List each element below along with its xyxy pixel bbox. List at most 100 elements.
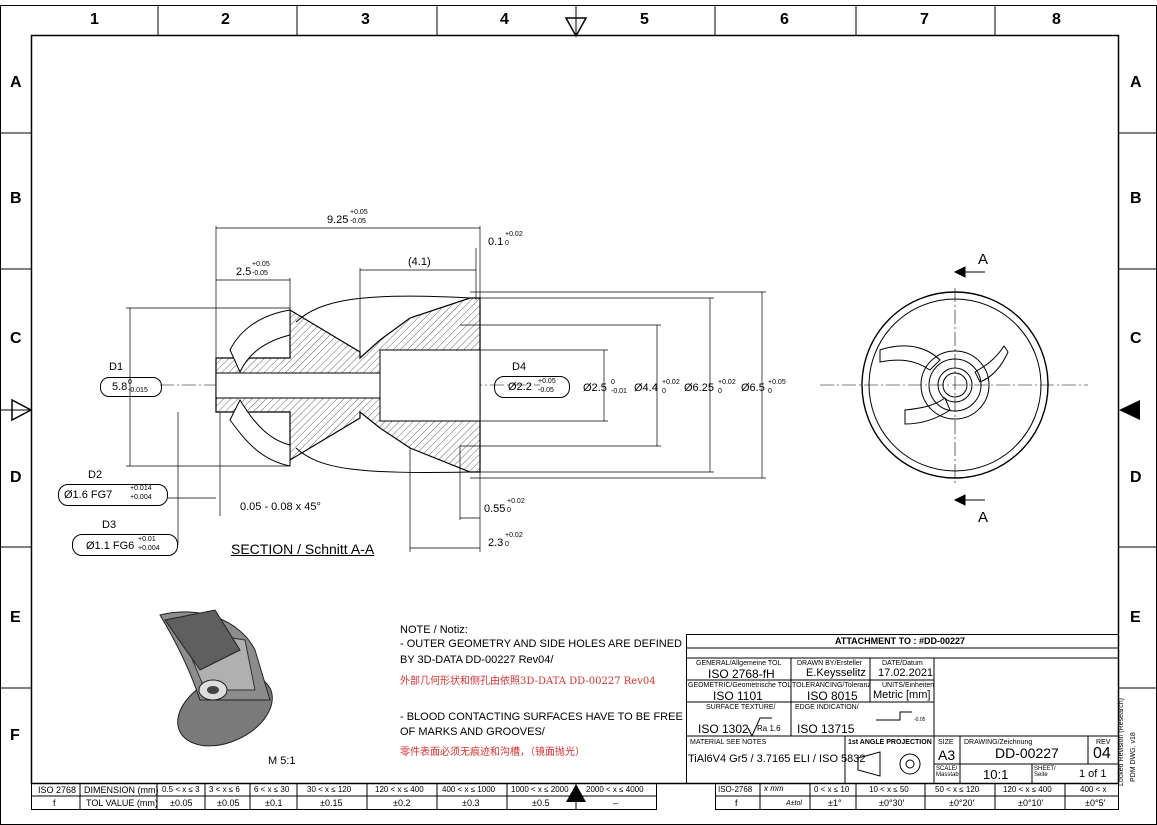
dim-d4-tol-lo: -0.05 [538,387,554,394]
row-label-c-right: C [1130,330,1142,347]
col-label-7: 7 [920,11,929,28]
dim-d2-value: Ø1.6 FG7 [64,489,113,501]
dim-d3-value: Ø1.1 FG6 [86,540,135,552]
zone-dividers [0,5,1157,689]
units-value: Metric [mm] [873,689,931,701]
rev-label: REV [1096,739,1111,746]
row-label-b-right: B [1130,190,1142,207]
dim-9-25-lo: -0.05 [350,218,366,225]
dim-d1-frame [100,377,162,397]
dim-dia-6-5-lo: 0 [768,388,772,395]
geometric-value: ISO 1101 [713,689,763,703]
date-value: 17.02.2021 [878,667,934,679]
dim-d3-tol-up: +0.01 [138,536,156,543]
dim-dia-4-4-up: +0.02 [662,379,680,386]
row-label-a-left: A [10,74,22,91]
dim-d4-frame [494,376,570,398]
material-value: TiAl6V4 Gr5 / 3.7165 ELI / ISO 5832 [688,753,866,765]
dim-dia-2-5-lo: -0.01 [611,388,627,395]
tol-left-val-4: ±0.15 [320,798,343,808]
tolerancing-value: ISO 8015 [807,689,858,703]
dim-d4-tol-up: +0.05 [538,378,556,385]
general-tol-value: ISO 2768-fH [708,667,775,681]
dim-0-55-lo: 0 [507,507,511,514]
drawing-label: DRAWING/Zeichnung [964,739,1033,746]
dim-dia-6-25: Ø6.25 [684,382,714,394]
drawing-number: DD-00227 [995,745,1059,761]
notes-heading: NOTE / Notiz: [400,624,468,636]
sheet-border [0,5,1157,825]
attachment-label: ATTACHMENT TO : #DD-00227 [835,636,966,646]
tol-left-range-8: 2000 < x ≤ 4000 [586,785,644,794]
note1-line1: - OUTER GEOMETRY AND SIDE HOLES ARE DEFI… [400,638,682,650]
edge-symbol-value: -0.05 [914,717,926,723]
tol-left-val-5: ±0.2 [393,798,411,808]
dim-dia-2-5-up: 0 [611,379,615,386]
geometric-label: GEOMETRIC/Geometrische TOL [688,682,792,689]
dim-0-1: 0.1 [488,236,504,248]
tol-left-val-8: – [613,798,619,808]
side-text-pdm: PDM DWG. v18 [1130,732,1137,782]
tol-right-val-4: ±0°10' [1018,798,1044,808]
tol-left-range-1: 0.5 < x ≤ 3 [162,785,200,794]
dim-0-1-up: +0.02 [505,231,523,238]
side-text-locked: Locked Revision (Research) [1118,698,1125,786]
edge-value: ISO 13715 [797,722,855,736]
section-title: SECTION / Schnitt A-A [231,541,375,557]
dim-dia-4-4: Ø4.4 [634,382,658,394]
drawn-by-value: E.Keysselitz [806,667,866,679]
dim-d4-label: D4 [512,361,527,373]
end-view [820,288,1088,484]
tol-left-range-5: 120 < x ≤ 400 [375,785,424,794]
tol-right-range-5: 400 < x [1080,785,1107,794]
tol-right-val-1: ±1° [828,798,842,808]
tol-right-atol: A±tol [786,800,802,807]
tol-right-iso: ISO-2768 [718,785,753,794]
note2-line2: OF MARKS AND GROOVES/ [400,726,545,738]
col-label-8: 8 [1052,11,1061,28]
note1-cn: 外部几何形状和侧孔由依照3D-DATA DD-00227 Rev04 [400,676,656,687]
dim-dia-6-5-up: +0.05 [768,379,786,386]
dim-dia-6-25-up: +0.02 [718,379,736,386]
size-value: A3 [938,747,956,763]
tol-left-val-3: ±0.1 [265,798,283,808]
iso-scale-label: M 5:1 [268,755,296,767]
col-label-1: 1 [90,11,99,28]
dim-2-5-up: +0.05 [252,261,270,268]
tol-right-range-3: 50 < x ≤ 120 [935,785,980,794]
tol-right-val-5: ±0°5' [1085,798,1106,808]
surface-value: ISO 1302 [698,722,749,736]
dim-dia-2-5: Ø2.5 [583,382,607,394]
dim-9-25-up: +0.05 [350,209,368,216]
general-tol-label: GENERAL/Allgemeine TOL [696,660,782,667]
tol-right-xmm: x mm [764,784,784,793]
col-label-4: 4 [500,11,509,28]
dim-2-3-lo: 0 [505,541,509,548]
dim-dia-6-25-lo: 0 [718,388,722,395]
tolerancing-label: TOLERANCING/Toleranz [792,682,871,689]
dim-d3-tol-lo: +0.004 [138,545,160,552]
projection-label: 1st ANGLE PROJECTION [848,739,932,746]
dim-d2-tol-up: +0.014 [130,485,152,492]
note1-line2: BY 3D-DATA DD-00227 Rev04/ [400,654,554,666]
dim-0-1-lo: 0 [505,240,509,247]
section-marker-top: A [978,251,989,268]
sheet-label: SHEET/ Seite [1034,766,1056,778]
scale-value: 10:1 [983,767,1009,782]
row-label-c-left: C [10,330,22,347]
tol-left-range-6: 400 < x ≤ 1000 [442,785,496,794]
note2-line1: - BLOOD CONTACTING SURFACES HAVE TO BE F… [400,711,683,723]
dim-d4-value: Ø2.2 [508,381,532,393]
section-marker-bottom: A [978,509,989,526]
date-label: DATE/Datum [882,660,923,667]
col-label-2: 2 [221,11,230,28]
tol-right-val-3: ±0°20' [949,798,975,808]
dim-d2-tol-lo: +0.004 [130,494,152,501]
tol-left-dimension: DIMENSION (mm) [84,785,159,795]
tol-left-tolvalue: TOL VALUE (mm) [86,798,158,808]
tol-left-iso: ISO 2768 [38,785,77,795]
dim-2-5: 2.5 [236,266,252,278]
tol-left-val-6: ±0.3 [462,798,480,808]
dim-9-25: 9.25 [327,214,349,226]
